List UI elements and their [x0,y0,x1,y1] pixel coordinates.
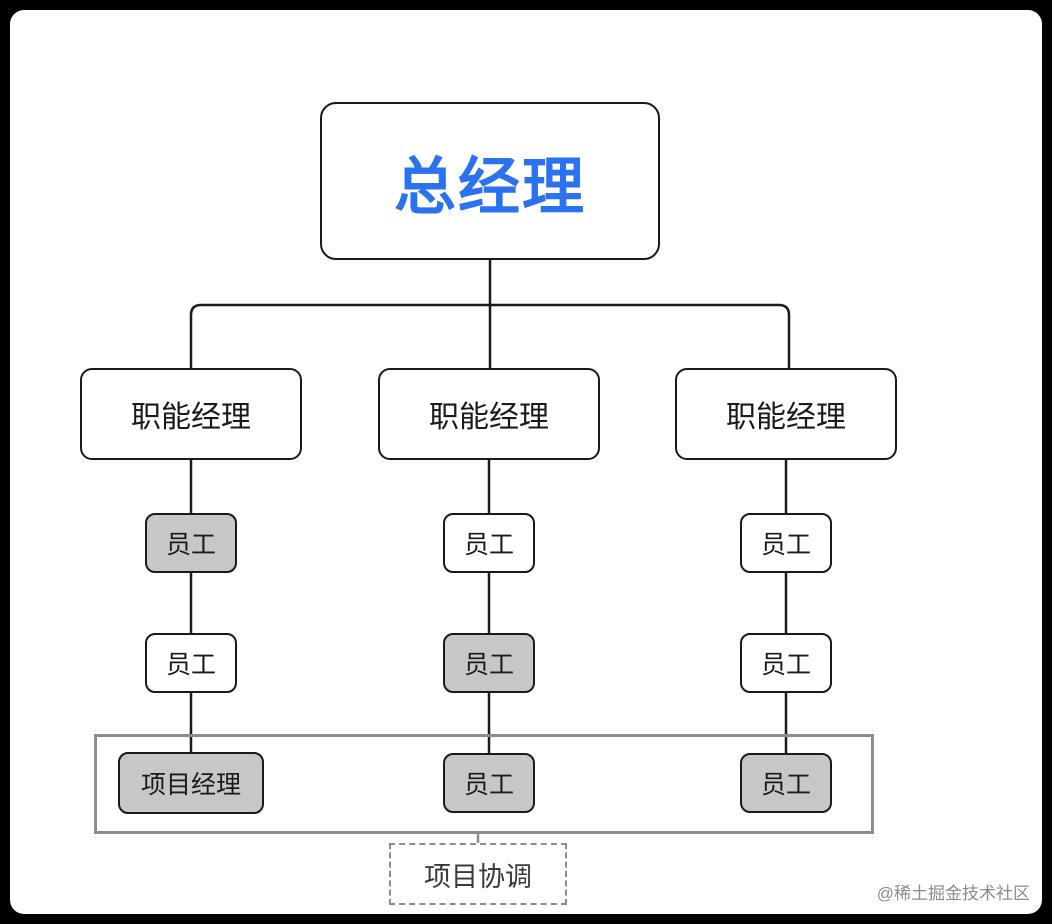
diagram-board: 总经理 职能经理 职能经理 职能经理 员工 员工 员工 员工 员工 员工 [10,10,1042,914]
watermark-text: @稀土掘金技术社区 [876,884,1030,903]
node-col2-row2[interactable]: 员工 [443,633,535,693]
node-project-manager[interactable]: 项目经理 [118,752,264,814]
node-project-coordination-label: 项目协调 [424,861,532,892]
node-col2-row1-label: 员工 [463,531,514,559]
node-col2-row3[interactable]: 员工 [443,753,535,813]
node-col3-row3-label: 员工 [760,771,811,799]
node-col3-row2[interactable]: 员工 [740,633,832,693]
node-project-manager-label: 项目经理 [140,771,241,799]
project-coordination-group [94,734,874,834]
node-functional-manager-1-label: 职能经理 [131,401,251,434]
node-functional-manager-1[interactable]: 职能经理 [80,368,302,460]
node-col1-row2[interactable]: 员工 [145,633,237,693]
node-col2-row2-label: 员工 [463,651,514,679]
node-col3-row3[interactable]: 员工 [740,753,832,813]
node-col2-row1[interactable]: 员工 [443,513,535,573]
node-functional-manager-2[interactable]: 职能经理 [378,368,600,460]
node-col3-row1-label: 员工 [760,531,811,559]
node-col1-row2-label: 员工 [165,651,216,679]
node-general-manager[interactable]: 总经理 [320,102,660,260]
node-general-manager-label: 总经理 [393,153,586,222]
node-functional-manager-2-label: 职能经理 [429,401,549,434]
node-functional-manager-3-label: 职能经理 [726,401,846,434]
node-col1-row1[interactable]: 员工 [145,513,237,573]
connector-lines [189,260,791,843]
node-col3-row1[interactable]: 员工 [740,513,832,573]
node-project-coordination[interactable]: 项目协调 [389,843,567,905]
node-functional-manager-3[interactable]: 职能经理 [675,368,897,460]
node-col2-row3-label: 员工 [463,771,514,799]
node-col3-row2-label: 员工 [760,651,811,679]
node-col1-row1-label: 员工 [165,531,216,559]
